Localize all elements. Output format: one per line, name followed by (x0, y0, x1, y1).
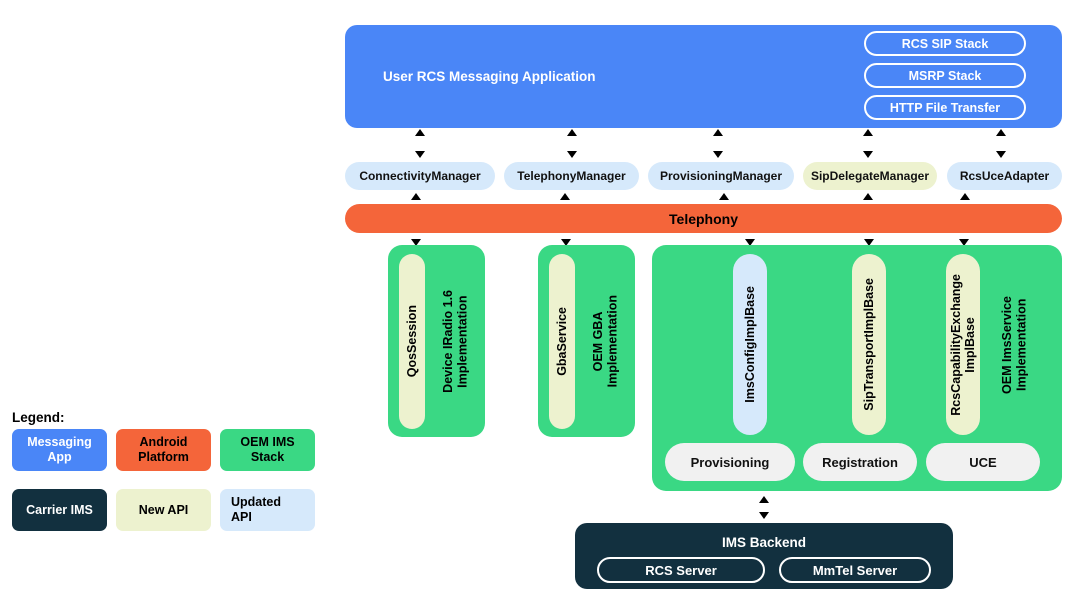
ims-backend-block (575, 523, 953, 589)
arrow-up-telephony-to-sipdelegatemanager (863, 193, 873, 200)
service-pill-uce[interactable]: UCE (926, 443, 1040, 481)
arrow-down-app-to-telephonymanager (567, 151, 577, 158)
server-pill-rcs-server: RCS Server (597, 557, 765, 583)
arrow-up-telephony-to-rcsuceadapter (960, 193, 970, 200)
oem-block-gba-caption: OEM GBA Implementation (590, 295, 619, 388)
server-pill-mmtel-server: MmTel Server (779, 557, 931, 583)
api-pill-qossession-label: QosSession (405, 305, 419, 378)
api-pill-imsconfigimplbase-label: ImsConfigImplBase (743, 286, 757, 403)
arrow-down-app-to-sipdelegatemanager (863, 151, 873, 158)
arrow-up-backend-to-imsservice (759, 496, 769, 503)
manager-connectivitymanager[interactable]: ConnectivityManager (345, 162, 495, 190)
arrow-down-app-to-provisioningmanager (713, 151, 723, 158)
manager-telephonymanager[interactable]: TelephonyManager (504, 162, 639, 190)
api-pill-siptransportimplbase[interactable]: SipTransportImplBase (852, 254, 886, 435)
api-pill-gbaservice[interactable]: GbaService (549, 254, 575, 429)
manager-rcsuceadapter[interactable]: RcsUceAdapter (947, 162, 1062, 190)
stack-pill-msrp-stack: MSRP Stack (864, 63, 1026, 88)
arrow-up-telephonymanager-to-app (567, 129, 577, 136)
arrow-down-app-to-connectivitymanager (415, 151, 425, 158)
arrow-down-app-to-rcsuceadapter (996, 151, 1006, 158)
manager-provisioningmanager[interactable]: ProvisioningManager (648, 162, 794, 190)
legend-item-android-platform: Android Platform (116, 429, 211, 471)
legend-item-messaging-app: Messaging App (12, 429, 107, 471)
arrow-up-telephony-to-provisioningmanager (719, 193, 729, 200)
arrow-up-telephony-to-telephonymanager (560, 193, 570, 200)
app-block-title: User RCS Messaging Application (383, 68, 596, 84)
arrow-down-telephony-to-siptransportimplbase (864, 239, 874, 246)
arrow-down-imsservice-to-backend (759, 512, 769, 519)
legend-item-new-api: New API (116, 489, 211, 531)
arrow-up-rcsuceadapter-to-app (996, 129, 1006, 136)
oem-block-imsservice-caption: OEM ImsService Implementation (999, 295, 1028, 394)
legend-item-carrier-ims: Carrier IMS (12, 489, 107, 531)
stack-pill-http-file-transfer: HTTP File Transfer (864, 95, 1026, 120)
arrow-up-provisioningmanager-to-app (713, 129, 723, 136)
telephony-platform-bar: Telephony (345, 204, 1062, 233)
api-pill-rcscapabilityexchangeimplbase[interactable]: RcsCapabilityExchange ImplBase (946, 254, 980, 435)
arrow-down-telephony-to-qossession (411, 239, 421, 246)
legend-item-updated-api: Updated API (220, 489, 315, 531)
manager-sipdelegatemanager[interactable]: SipDelegateManager (803, 162, 937, 190)
arrow-down-telephony-to-imsconfigimplbase (745, 239, 755, 246)
legend-item-oem-ims-stack: OEM IMS Stack (220, 429, 315, 471)
arrow-up-telephony-to-connectivitymanager (411, 193, 421, 200)
service-pill-provisioning[interactable]: Provisioning (665, 443, 795, 481)
user-rcs-messaging-application-block (345, 25, 1062, 128)
api-pill-qossession[interactable]: QosSession (399, 254, 425, 429)
legend-title: Legend: (12, 410, 65, 425)
api-pill-gbaservice-label: GbaService (555, 307, 569, 376)
api-pill-siptransportimplbase-label: SipTransportImplBase (862, 278, 876, 411)
arrow-down-telephony-to-rcscapabilityexchangeimplbase (959, 239, 969, 246)
service-pill-registration[interactable]: Registration (803, 443, 917, 481)
api-pill-imsconfigimplbase[interactable]: ImsConfigImplBase (733, 254, 767, 435)
arrow-up-sipdelegatemanager-to-app (863, 129, 873, 136)
ims-backend-title: IMS Backend (721, 534, 807, 550)
stack-pill-rcs-sip-stack: RCS SIP Stack (864, 31, 1026, 56)
arrow-down-telephony-to-gbaservice (561, 239, 571, 246)
arrow-up-connectivitymanager-to-app (415, 129, 425, 136)
api-pill-rcscapabilityexchangeimplbase-label: RcsCapabilityExchange ImplBase (949, 273, 977, 416)
oem-block-device-iradio-caption: Device IRadio 1.6 Implementation (440, 290, 469, 393)
